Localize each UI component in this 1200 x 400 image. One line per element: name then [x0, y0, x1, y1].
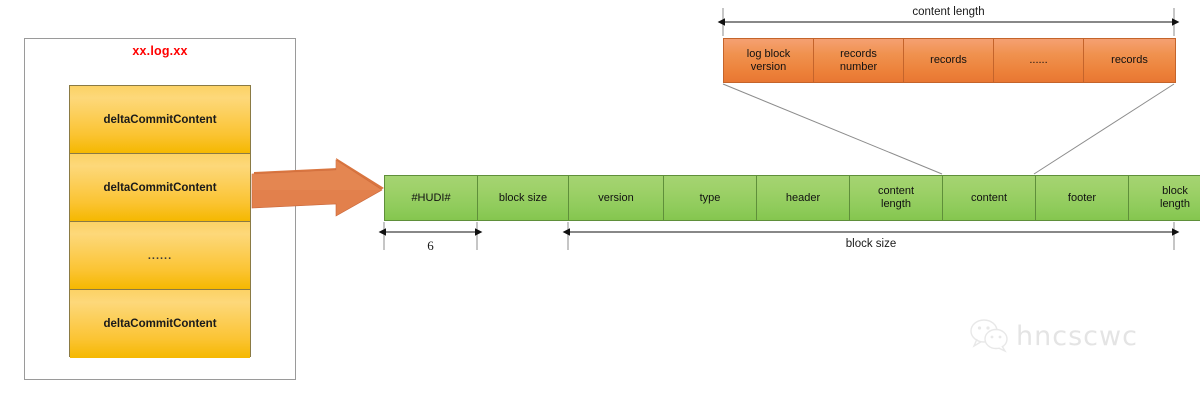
- watermark: hncscwc: [968, 318, 1138, 354]
- block-layout-cell-label: footer: [1067, 191, 1097, 204]
- watermark-text: hncscwc: [1016, 320, 1138, 352]
- delta-commit-block-label: deltaCommitContent: [103, 113, 217, 126]
- wechat-icon: [970, 319, 1008, 353]
- delta-commit-block: ......: [70, 222, 250, 290]
- block-layout-cell: block length: [1129, 176, 1200, 220]
- delta-commit-block-label: ......: [147, 249, 173, 262]
- log-block-layout-row: #HUDI# block size version type header content…: [384, 175, 1200, 221]
- content-layout-cell: records: [1084, 39, 1175, 82]
- delta-commit-stack: deltaCommitContent deltaCommitContent....…: [69, 85, 251, 358]
- block-layout-cell: footer: [1036, 176, 1129, 220]
- block-layout-cell-label: version: [598, 191, 634, 204]
- delta-commit-block: deltaCommitContent: [70, 290, 250, 358]
- content-layout-cell: ......: [994, 39, 1084, 82]
- block-layout-cell: header: [757, 176, 850, 220]
- block-layout-cell-label: content: [970, 191, 1008, 204]
- block-layout-cell-label: block length: [1160, 185, 1190, 210]
- delta-commit-block-label: deltaCommitContent: [103, 181, 217, 194]
- content-layout-cell: log block version: [724, 39, 814, 82]
- block-layout-cell-label: content length: [877, 185, 915, 210]
- content-layout-cell-label: records: [1111, 54, 1148, 67]
- hudi-magic-size-dimension-label: 6: [427, 238, 434, 253]
- block-layout-cell: type: [664, 176, 757, 220]
- block-layout-cell: block size: [478, 176, 569, 220]
- content-layout-cell: records number: [814, 39, 904, 82]
- content-layout-cell: records: [904, 39, 994, 82]
- block-layout-cell: content length: [850, 176, 943, 220]
- delta-commit-block-label: deltaCommitContent: [103, 318, 217, 330]
- block-layout-cell-label: #HUDI#: [411, 191, 451, 204]
- content-layout-cell-label: records: [930, 54, 967, 67]
- block-layout-cell-label: type: [699, 191, 721, 204]
- log-block-content-layout-row: log block version records number records..…: [723, 38, 1176, 83]
- content-layout-cell-label: ......: [1029, 54, 1048, 67]
- content-layout-cell-label: records number: [839, 47, 878, 73]
- log-file-name-label: xx.log.xx: [132, 44, 188, 58]
- block-size-dimension-label: block size: [845, 238, 897, 250]
- expand-arrow-icon: [251, 158, 384, 217]
- block-layout-cell: content: [943, 176, 1036, 220]
- block-layout-cell: #HUDI#: [385, 176, 478, 220]
- delta-commit-block: deltaCommitContent: [70, 86, 250, 154]
- block-layout-cell: version: [569, 176, 664, 220]
- block-layout-cell-label: block size: [498, 191, 548, 204]
- content-length-dimension-label: content length: [912, 6, 985, 18]
- content-layout-cell-label: log block version: [746, 47, 791, 73]
- block-layout-cell-label: header: [785, 191, 821, 204]
- delta-commit-block: deltaCommitContent: [70, 154, 250, 222]
